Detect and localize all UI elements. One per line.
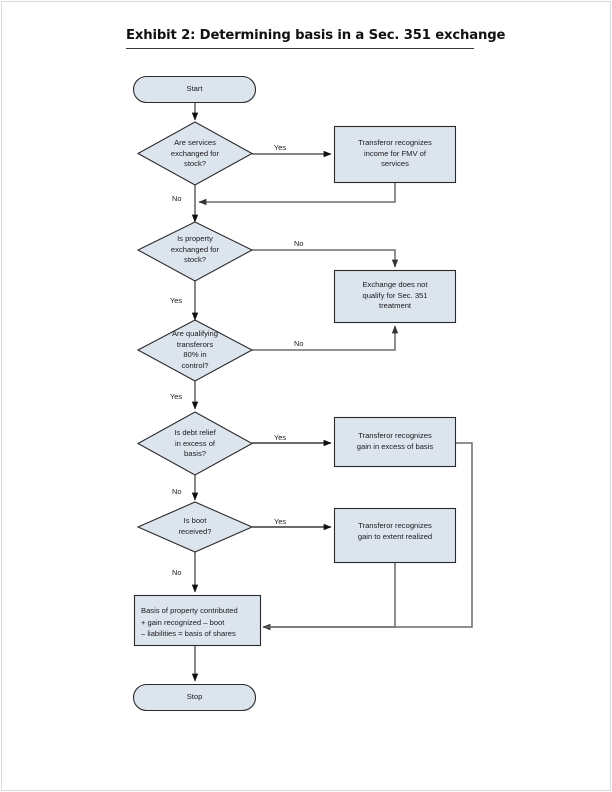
node-stop[interactable]	[132, 683, 257, 712]
connector-layer	[191, 103, 473, 682]
node-process-income-fmv-services[interactable]	[333, 125, 457, 184]
edge-d3-no-to-p2	[252, 325, 399, 351]
node-process-gain-excess-basis[interactable]	[333, 416, 457, 468]
edge-p4-to-p5	[266, 562, 396, 628]
node-decision-80-percent-control[interactable]	[136, 319, 254, 382]
node-decision-debt-relief[interactable]	[136, 411, 254, 476]
title-underline-rule	[126, 48, 474, 49]
node-process-not-qualify[interactable]	[333, 269, 457, 324]
node-decision-boot-received[interactable]	[136, 501, 254, 553]
title-block: Exhibit 2: Determining basis in a Sec. 3…	[126, 28, 506, 49]
node-process-basis-formula[interactable]	[133, 594, 262, 647]
node-decision-property-exchanged[interactable]	[136, 221, 254, 282]
edge-d2-no-to-p2	[252, 249, 399, 268]
node-process-gain-extent-realized[interactable]	[333, 507, 457, 564]
node-layer	[132, 75, 457, 712]
page-title: Exhibit 2: Determining basis in a Sec. 3…	[126, 28, 506, 43]
edge-p1-to-main-trunk	[198, 182, 396, 206]
node-start[interactable]	[132, 75, 257, 104]
node-decision-services-exchanged[interactable]	[136, 121, 254, 186]
